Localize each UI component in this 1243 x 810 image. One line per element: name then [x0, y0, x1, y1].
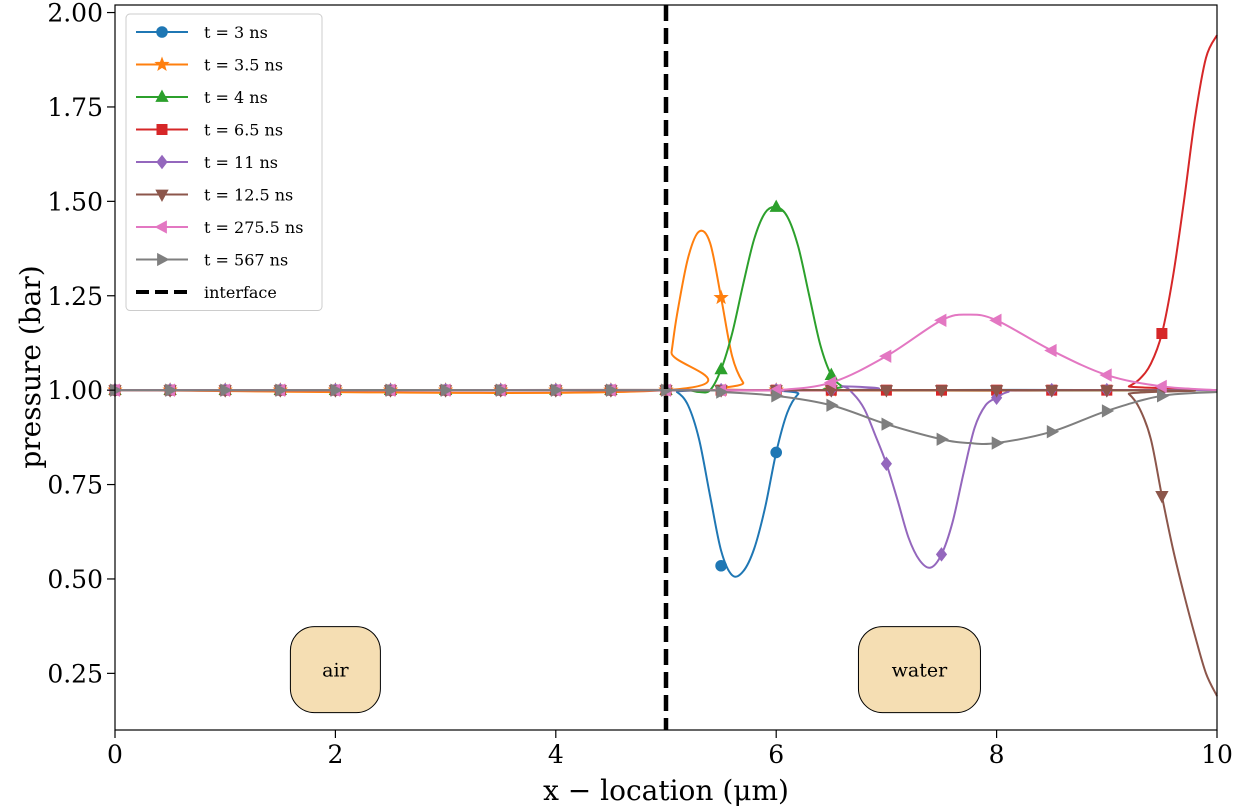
x-tick-label: 6: [768, 740, 784, 769]
series-6-point-17: [1044, 343, 1057, 358]
series-2-point-12: [769, 199, 783, 212]
series-7-point-2: [220, 383, 233, 397]
series-4-point-16: [990, 390, 1003, 405]
legend-label-interface: interface: [204, 283, 277, 302]
legend-marker-1: [154, 56, 170, 72]
series-7-point-8: [550, 383, 564, 397]
series-5-point-18: [1100, 385, 1114, 398]
region-label-air: air: [322, 660, 349, 682]
legend-marker-2: [155, 89, 169, 102]
region-box-water: [857, 626, 981, 714]
series-5-point-16: [989, 385, 1004, 398]
series-7-point-12: [771, 389, 784, 403]
y-tick-label: 1.75: [47, 93, 103, 122]
series-7-point-3: [275, 383, 288, 397]
x-tick-label: 0: [107, 740, 123, 769]
series-6-point-15: [934, 313, 947, 327]
series-line-5: [114, 388, 1218, 697]
y-axis-label: pressure (bar): [14, 265, 47, 468]
y-tick-label: 0.25: [47, 659, 103, 688]
legend-label-7: t = 567 ns: [204, 251, 288, 270]
legend-label-6: t = 275.5 ns: [204, 218, 303, 237]
y-tick-label: 1.00: [47, 376, 103, 405]
legend-marker-4: [156, 154, 168, 170]
y-tick-label: 1.50: [47, 187, 103, 216]
region-annotations: air water: [289, 626, 981, 714]
series-7-point-1: [165, 383, 178, 397]
series-7-point-4: [330, 383, 343, 397]
x-axis-label: x − location (μm): [543, 774, 789, 807]
series-0-point-11: [715, 559, 727, 572]
series-6-point-14: [878, 349, 892, 363]
y-tick-label: 1.25: [47, 282, 103, 311]
legend: t = 3 ns t = 3.5 ns t = 4 ns t = 6.5 ns t = …: [125, 13, 323, 311]
x-tick-label: 10: [1201, 740, 1233, 769]
series-6-point-13: [823, 375, 837, 390]
series-5-point-14: [879, 385, 894, 398]
legend-label-3: t = 6.5 ns: [204, 121, 283, 140]
series-4-point-15: [935, 547, 948, 562]
series-0-point-12: [770, 446, 782, 459]
x-tick-label: 4: [548, 740, 564, 769]
legend-label-1: t = 3.5 ns: [204, 56, 283, 75]
series-7-point-6: [440, 383, 454, 397]
series-7-point-5: [385, 383, 398, 397]
series-5-point-19: [1155, 490, 1169, 504]
legend-label-0: t = 3 ns: [204, 23, 268, 42]
x-tick-label: 2: [327, 740, 343, 769]
series-7-point-16: [991, 436, 1005, 450]
legend-marker-7: [157, 252, 170, 267]
plot-frame: [114, 4, 1218, 731]
series-6-point-19: [1154, 379, 1167, 394]
y-axis-ticks: 0.25 0.50 0.75 1.00 1.25 1.50 1.75 2.00: [47, 0, 115, 688]
x-tick-label: 8: [989, 740, 1005, 769]
y-tick-label: 0.50: [47, 565, 103, 594]
legend-marker-6: [154, 220, 167, 234]
legend-label-4: t = 11 ns: [204, 153, 278, 172]
series-7-point-9: [606, 383, 619, 397]
series-1-point-11: [713, 289, 729, 305]
series-6-point-18: [1099, 368, 1112, 382]
series-5-point-15: [934, 385, 949, 398]
y-tick-label: 0.75: [47, 471, 103, 500]
series-7: [110, 383, 1218, 450]
series-5-point-17: [1045, 385, 1059, 398]
legend-label-2: t = 4 ns: [204, 88, 268, 107]
series-4-point-14: [880, 456, 893, 472]
series-7-point-19: [1157, 389, 1170, 403]
y-tick-label: 2.00: [47, 0, 103, 28]
legend-marker-5: [155, 189, 169, 202]
series-7-point-18: [1101, 404, 1115, 418]
x-axis-ticks: 0 2 4 6 8 10: [107, 730, 1233, 769]
series-7-point-13: [826, 398, 839, 412]
legend-label-5: t = 12.5 ns: [204, 186, 293, 205]
region-box-air: [289, 626, 381, 714]
series-7-point-15: [936, 432, 949, 446]
legend-box: [125, 13, 323, 311]
legend-marker-0: [156, 26, 168, 38]
region-label-water: water: [892, 660, 948, 682]
legend-marker-3: [156, 124, 168, 136]
series-7-point-7: [495, 383, 509, 397]
series-6-point-16: [989, 313, 1002, 327]
series-7-point-11: [716, 385, 729, 399]
series-2-point-11: [714, 361, 728, 375]
series-7-point-14: [881, 417, 894, 431]
series-3-point-19: [1156, 328, 1168, 340]
data-series: [107, 34, 1218, 697]
series-7-point-17: [1046, 425, 1060, 439]
